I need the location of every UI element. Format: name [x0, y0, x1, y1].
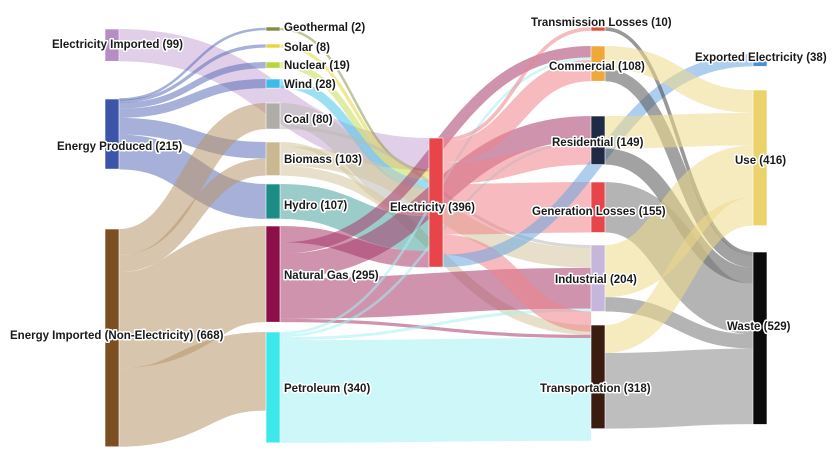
- label-coal: Coal (80): [284, 114, 333, 126]
- label-gen_loss: Generation Losses (155): [532, 206, 666, 218]
- link-imp_non-to-biomass: [118, 158, 267, 273]
- link-electricity-to-gen_loss: [442, 182, 592, 235]
- link-imp_non-to-petroleum: [117, 331, 268, 447]
- label-imp_non: Energy Imported (Non-Electricity) (668): [10, 330, 224, 342]
- link-transport-to-waste: [604, 348, 754, 429]
- node-waste: [752, 251, 768, 425]
- link-produced-to-solar: [118, 44, 267, 103]
- link-transport-to-use: [603, 197, 755, 354]
- node-industrial: [590, 244, 606, 312]
- label-hydro: Hydro (107): [284, 200, 347, 212]
- node-use: [752, 89, 768, 226]
- link-residential-to-use: [604, 112, 754, 149]
- node-exported: [752, 53, 768, 67]
- node-solar: [265, 43, 281, 49]
- link-gas-to-industrial: [279, 267, 592, 319]
- label-elec_imp: Electricity Imported (99): [52, 39, 183, 51]
- label-nuclear: Nuclear (19): [284, 60, 350, 72]
- link-industrial-to-waste: [604, 297, 754, 349]
- link-produced-to-nuclear: [118, 62, 267, 109]
- label-industrial: Industrial (204): [555, 274, 637, 286]
- label-gas: Natural Gas (295): [284, 270, 379, 282]
- node-coal: [265, 102, 281, 130]
- link-commercial-to-waste: [604, 68, 754, 268]
- link-imp_non-to-coal: [117, 103, 268, 256]
- node-wind: [265, 78, 281, 89]
- nodes-layer: [104, 26, 768, 448]
- link-nuclear-to-electricity: [279, 62, 430, 181]
- link-industrial-to-use: [602, 145, 756, 298]
- label-commercial: Commercial (108): [549, 61, 645, 73]
- node-geo: [265, 26, 281, 32]
- node-transport: [590, 324, 606, 429]
- label-waste: Waste (529): [727, 321, 791, 333]
- label-exported: Exported Electricity (38): [695, 52, 827, 64]
- label-residential: Residential (149): [552, 137, 644, 149]
- node-gas: [265, 225, 281, 323]
- label-use: Use (416): [735, 155, 786, 167]
- label-geo: Geothermal (2): [284, 22, 365, 34]
- node-nuclear: [265, 61, 281, 69]
- link-commercial-to-use: [604, 46, 754, 113]
- labels-layer: Electricity Imported (99) Energy Produced…: [9, 16, 829, 397]
- label-petroleum: Petroleum (340): [284, 383, 370, 395]
- node-produced: [104, 98, 120, 170]
- label-trans_loss: Transmission Losses (10): [531, 17, 672, 29]
- node-petroleum: [265, 331, 281, 444]
- link-imp_non-to-gas: [116, 226, 269, 369]
- label-produced: Energy Produced (215): [57, 141, 182, 153]
- node-gen_loss: [590, 181, 606, 233]
- node-hydro: [265, 183, 281, 220]
- node-electricity: [428, 137, 444, 268]
- node-residential: [590, 115, 606, 165]
- link-produced-to-geo: [118, 27, 267, 101]
- node-biomass: [265, 141, 281, 176]
- links-layer: [116, 27, 756, 447]
- label-electricity: Electricity (396): [390, 202, 475, 214]
- label-solar: Solar (8): [284, 42, 330, 54]
- link-produced-to-wind: [118, 78, 267, 118]
- link-electricity-to-trans_loss: [442, 27, 592, 142]
- label-biomass: Biomass (103): [284, 154, 362, 166]
- link-solar-to-electricity: [279, 44, 430, 175]
- label-wind: Wind (28): [284, 79, 336, 91]
- label-transport: Transportation (318): [540, 383, 651, 395]
- node-commercial: [590, 45, 606, 82]
- node-elec_imp: [104, 28, 120, 62]
- link-electricity-to-industrial: [442, 234, 592, 332]
- link-produced-to-biomass: [118, 117, 267, 159]
- node-trans_loss: [590, 26, 606, 32]
- link-electricity-to-residential: [442, 143, 592, 184]
- node-imp_non: [104, 228, 120, 448]
- link-electricity-to-commercial: [442, 60, 592, 163]
- link-petroleum-to-transport: [279, 338, 592, 443]
